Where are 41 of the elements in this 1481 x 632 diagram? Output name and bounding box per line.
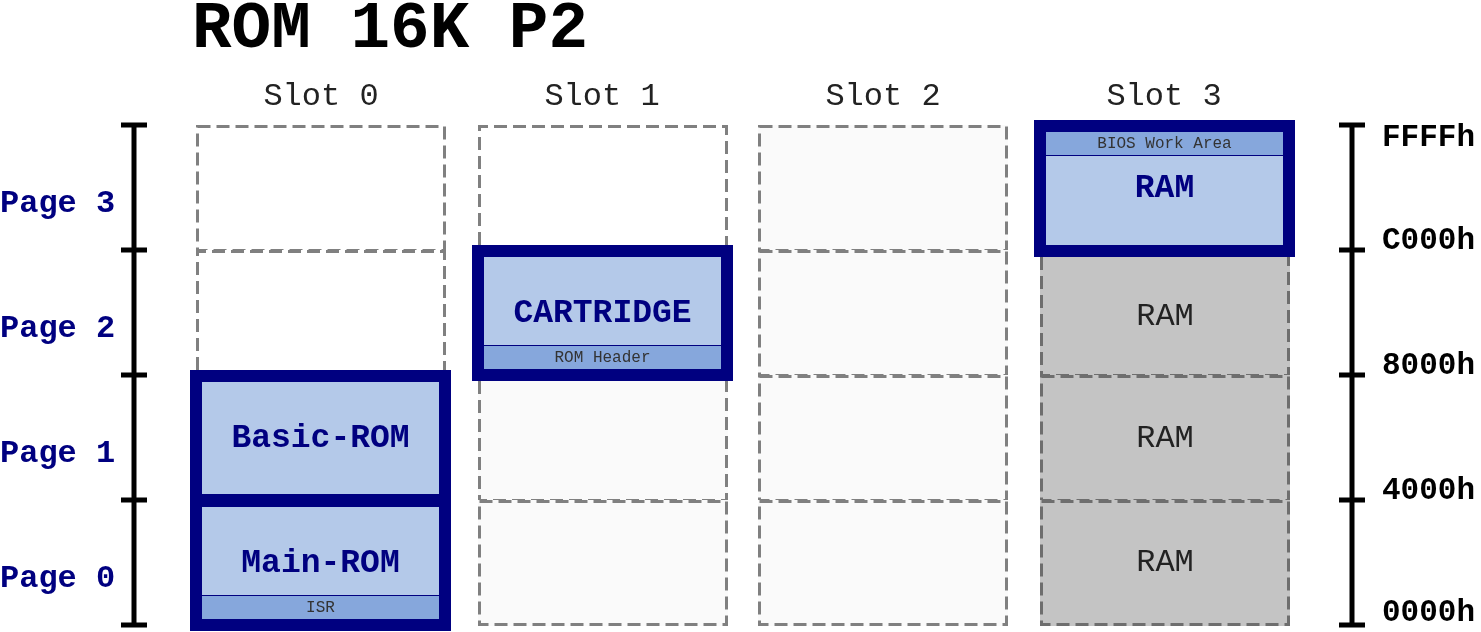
band-label: ROM Header	[554, 349, 651, 366]
region-band	[1046, 132, 1283, 156]
address-label: 4000h	[1382, 474, 1475, 506]
block-label: RAM	[1134, 172, 1195, 205]
ram-page-box	[1040, 375, 1290, 502]
page-label: Page 1	[0, 438, 116, 470]
slot-header: Slot 2	[825, 81, 941, 113]
address-label: FFFFh	[1382, 121, 1475, 153]
block-label: Main-ROM	[241, 546, 400, 580]
slot-header: Slot 0	[263, 81, 379, 113]
block-label: RAM	[1136, 301, 1194, 333]
address-label: 0000h	[1382, 596, 1475, 628]
block-label: RAM	[1136, 422, 1194, 455]
empty-slot-box	[758, 375, 1008, 502]
page-label: Page 0	[0, 563, 116, 595]
empty-slot-box	[196, 125, 446, 252]
block-label: RAM	[1136, 547, 1194, 579]
empty-slot-box	[478, 381, 728, 502]
empty-slot-box	[478, 500, 728, 626]
band-label: BIOS Work Area	[1097, 135, 1232, 152]
ram-page-box	[1040, 500, 1290, 626]
page-label: Page 2	[0, 313, 116, 345]
band-label: ISR	[306, 599, 335, 616]
ram-page-box	[1040, 257, 1290, 377]
page-label: Page 3	[0, 188, 116, 220]
empty-slot-box	[196, 250, 446, 370]
memory-block	[472, 245, 733, 381]
slot-header: Slot 3	[1106, 81, 1222, 113]
empty-slot-box	[758, 500, 1008, 626]
address-label: 8000h	[1382, 349, 1475, 381]
slot-header: Slot 1	[544, 81, 660, 113]
empty-slot-box	[758, 250, 1008, 377]
empty-slot-box	[758, 125, 1008, 252]
region-band	[202, 595, 439, 619]
block-label: Basic-ROM	[231, 421, 410, 455]
memory-block	[1034, 120, 1295, 257]
diagram-title: ROM 16K P2	[192, 0, 589, 63]
empty-slot-box	[478, 125, 728, 245]
address-label: C000h	[1382, 224, 1475, 256]
region-band	[484, 345, 721, 369]
block-label: CARTRIDGE	[513, 296, 692, 330]
